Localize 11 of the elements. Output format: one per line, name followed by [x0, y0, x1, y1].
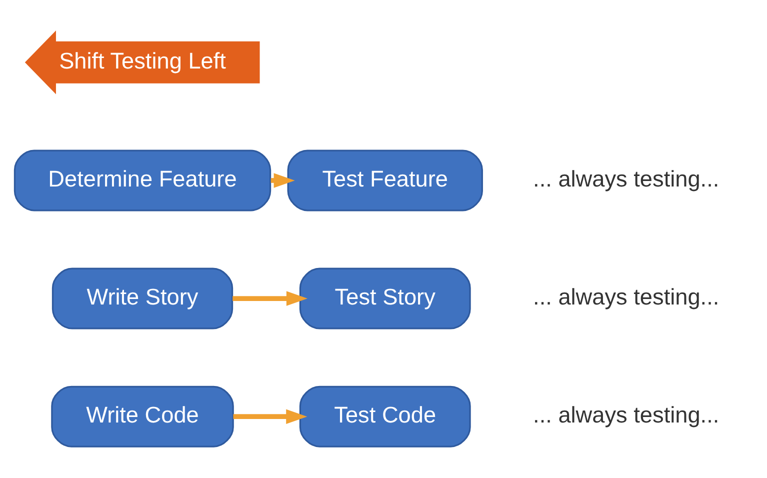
- arrow: [233, 408, 308, 424]
- node-label: ... always testing...: [533, 166, 720, 191]
- node-label: ... always testing...: [533, 402, 720, 428]
- node-box: Write Code: [51, 385, 234, 447]
- node-box: Write Story: [52, 267, 234, 329]
- arrow: [232, 290, 308, 306]
- node-box: Test Feature: [287, 149, 483, 211]
- node-label: ... always testing...: [533, 284, 720, 310]
- node-box: Test Code: [299, 385, 471, 447]
- node-box: Determine Feature: [14, 149, 272, 211]
- node-box: Test Story: [299, 267, 471, 329]
